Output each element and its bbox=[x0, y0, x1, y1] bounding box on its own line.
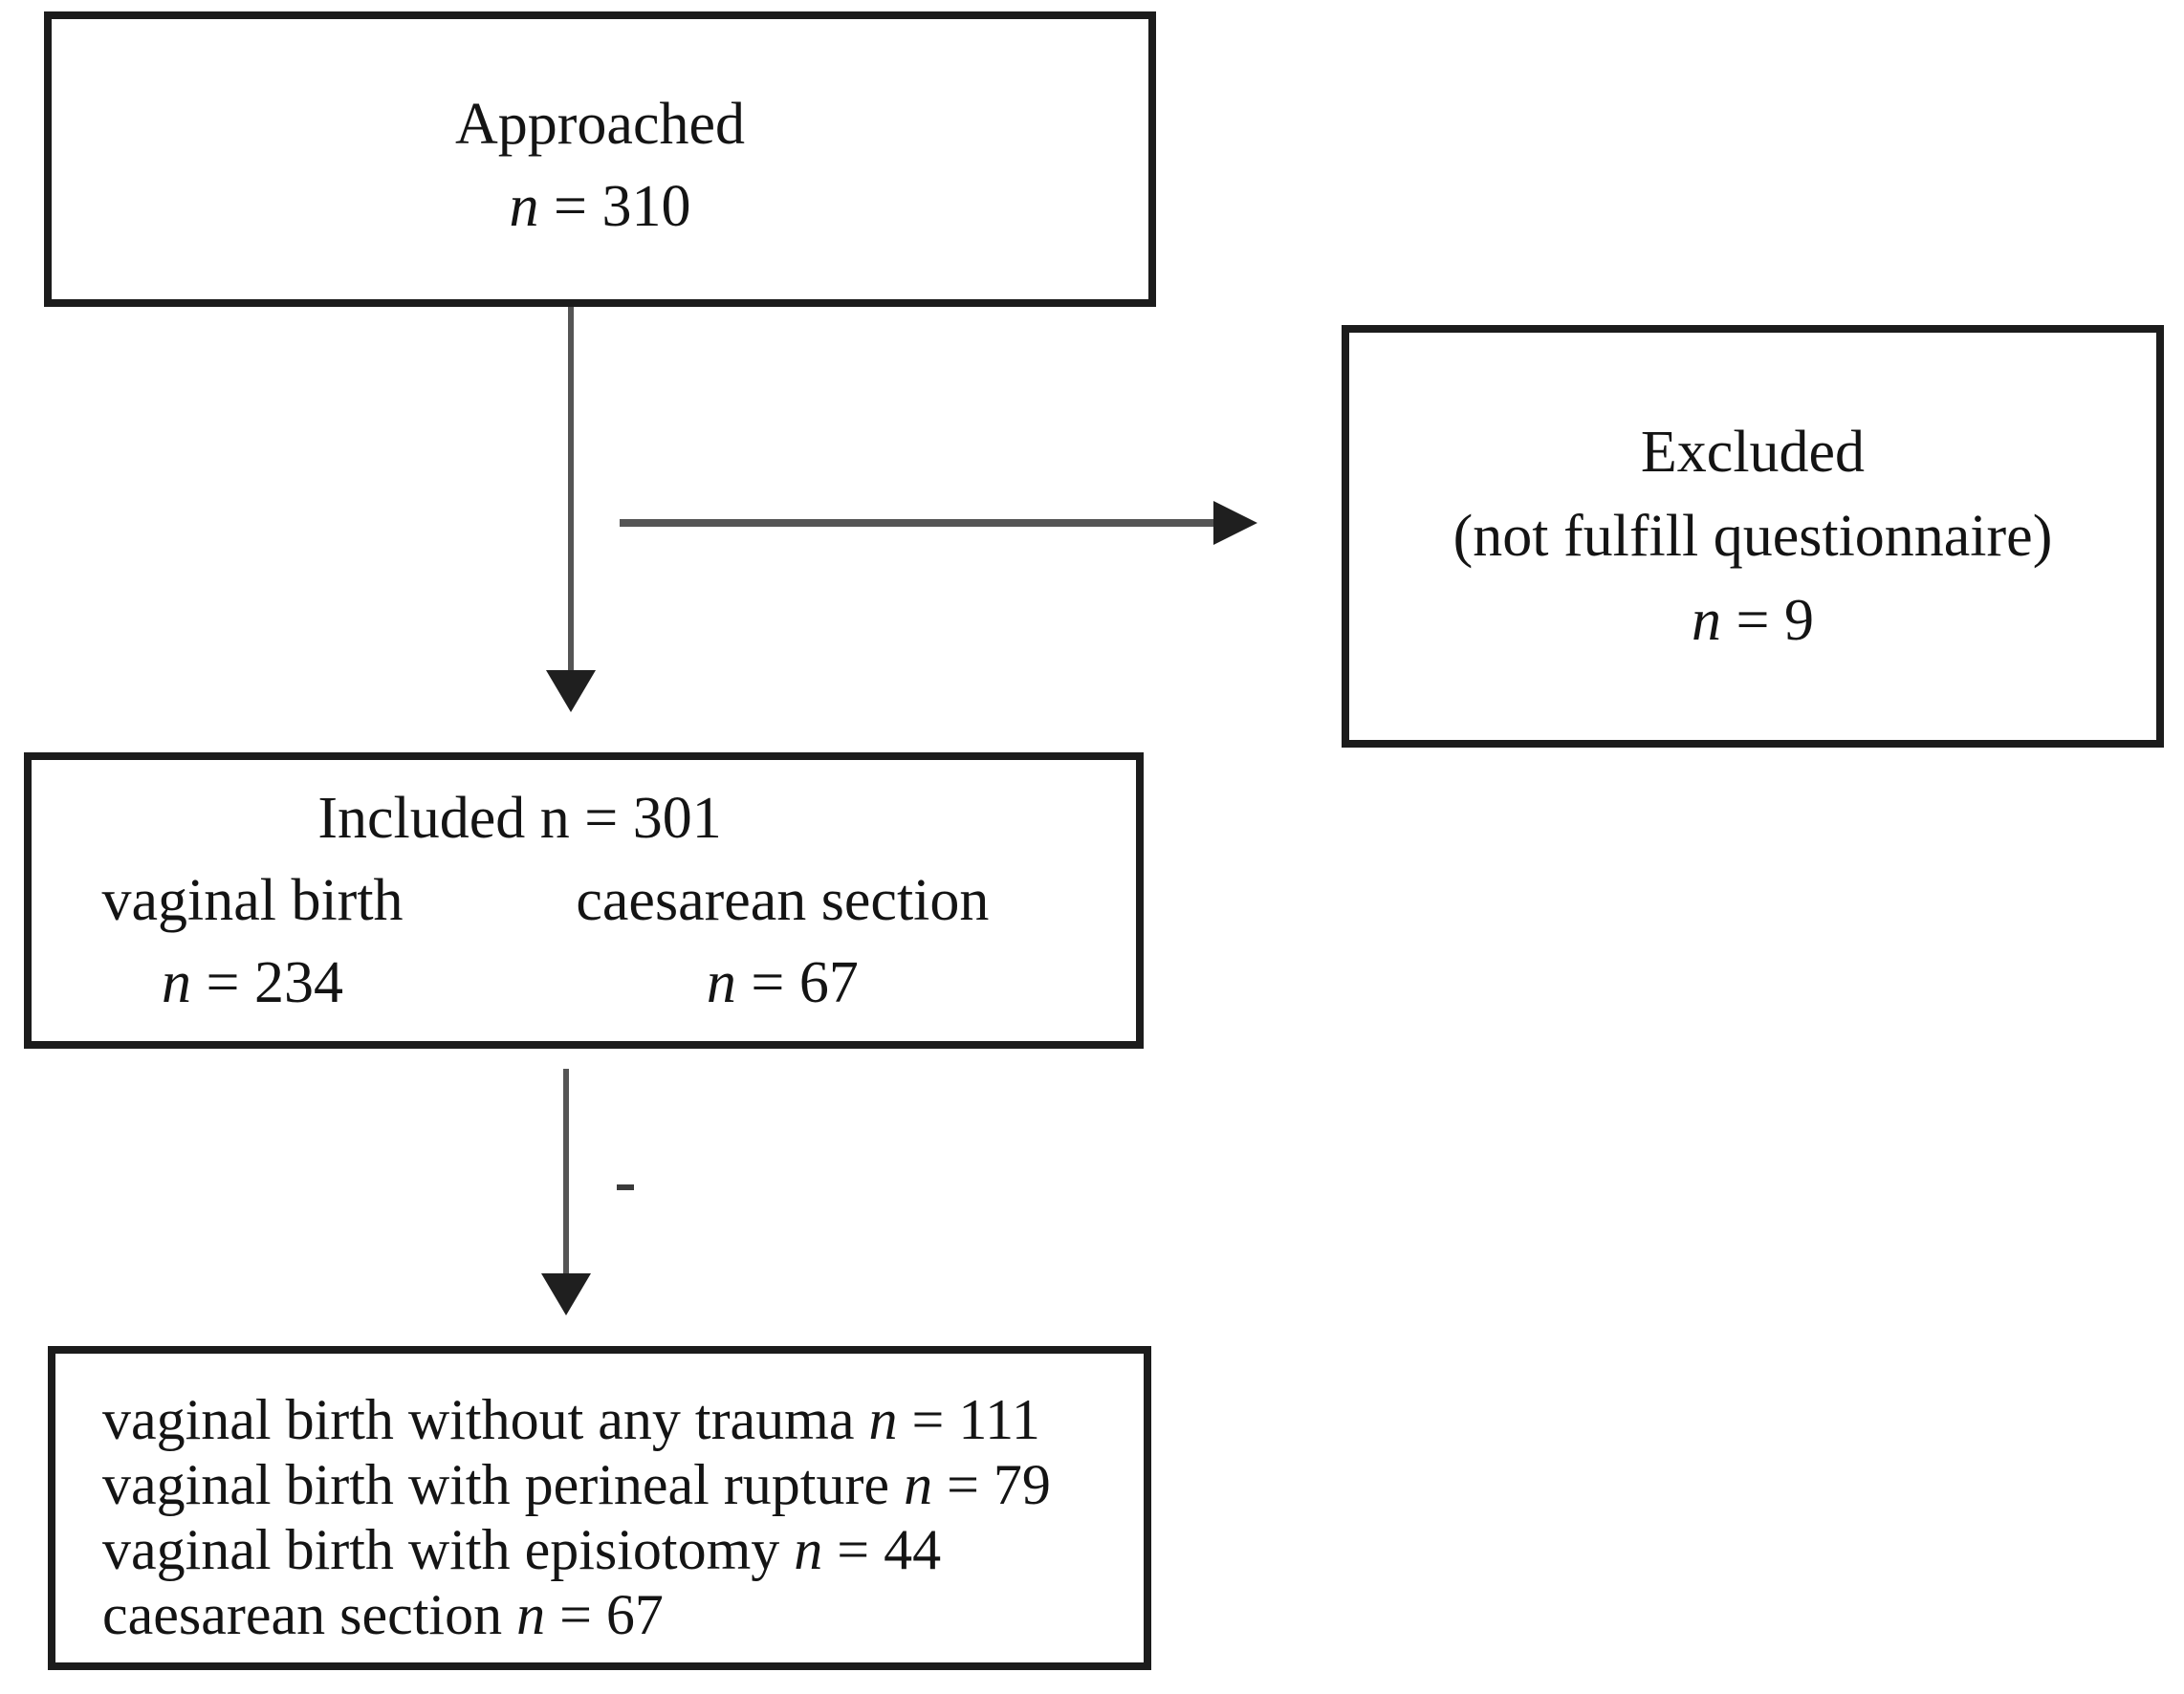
outcome-caesarean-label: caesarean section bbox=[102, 1583, 517, 1646]
node-included-title: Included n = 301 bbox=[32, 777, 1136, 859]
node-outcomes: vaginal birth without any trauma n = 111… bbox=[48, 1346, 1151, 1670]
outcome-line-caesarean: caesarean section n = 67 bbox=[102, 1582, 664, 1647]
vaginal-birth-label: vaginal birth bbox=[101, 868, 404, 933]
caesarean-section-n-value: = 67 bbox=[735, 950, 859, 1015]
arrow-down-included-to-outcomes-head-icon bbox=[541, 1273, 591, 1315]
outcome-episiotomy-n-symbol: n bbox=[794, 1518, 823, 1581]
outcome-perineal-rupture-n-value: = 79 bbox=[932, 1453, 1051, 1516]
outcome-episiotomy-label: vaginal birth with episiotomy bbox=[102, 1518, 795, 1581]
caesarean-section-n-symbol: n bbox=[706, 950, 736, 1015]
arrow-right-to-excluded-line bbox=[620, 519, 1216, 527]
arrow-right-to-excluded-head-icon bbox=[1213, 501, 1257, 545]
node-approached: Approached n = 310 bbox=[44, 11, 1156, 307]
excluded-n-symbol: n bbox=[1692, 588, 1722, 653]
outcome-episiotomy-n-value: = 44 bbox=[822, 1518, 942, 1581]
caesarean-section-label: caesarean section bbox=[576, 868, 990, 933]
arrow-down-included-to-outcomes-line bbox=[563, 1069, 569, 1275]
node-approached-count: n = 310 bbox=[510, 165, 691, 248]
outcome-perineal-rupture-label: vaginal birth with perineal rupture bbox=[102, 1453, 905, 1516]
outcome-no-trauma-label: vaginal birth without any trauma bbox=[102, 1388, 869, 1451]
dash-artifact bbox=[617, 1184, 634, 1190]
approached-n-value: = 310 bbox=[538, 173, 691, 239]
included-caesarean-section-count: n = 67 bbox=[473, 942, 1092, 1024]
node-approached-title: Approached bbox=[455, 83, 745, 165]
outcome-caesarean-n-value: = 67 bbox=[545, 1583, 664, 1646]
node-excluded-title: Excluded bbox=[1641, 410, 1865, 494]
outcome-line-perineal-rupture: vaginal birth with perineal rupture n = … bbox=[102, 1452, 1051, 1517]
vaginal-birth-n-value: = 234 bbox=[191, 950, 343, 1015]
included-group-counts-row: n = 234 n = 67 bbox=[32, 942, 1136, 1024]
node-included: Included n = 301 vaginal birth caesarean… bbox=[24, 752, 1144, 1049]
vaginal-birth-n-symbol: n bbox=[162, 950, 192, 1015]
approached-label: Approached bbox=[455, 91, 745, 157]
included-vaginal-birth-count: n = 234 bbox=[32, 942, 473, 1024]
outcome-line-episiotomy: vaginal birth with episiotomy n = 44 bbox=[102, 1517, 941, 1582]
included-group-labels-row: vaginal birth caesarean section bbox=[32, 859, 1136, 942]
outcome-no-trauma-n-value: = 111 bbox=[897, 1388, 1040, 1451]
arrow-down-approached-to-included-head-icon bbox=[546, 670, 596, 712]
excluded-n-value: = 9 bbox=[1721, 588, 1814, 653]
outcome-line-no-trauma: vaginal birth without any trauma n = 111 bbox=[102, 1387, 1040, 1452]
arrow-down-approached-to-included-line bbox=[568, 307, 574, 672]
included-label: Included n = 301 bbox=[317, 786, 722, 851]
node-excluded-reason: (not fulfill questionnaire) bbox=[1453, 494, 2053, 578]
outcome-no-trauma-n-symbol: n bbox=[868, 1388, 898, 1451]
outcome-caesarean-n-symbol: n bbox=[516, 1583, 546, 1646]
included-caesarean-section-label: caesarean section bbox=[473, 859, 1092, 942]
approached-n-symbol: n bbox=[509, 173, 539, 239]
excluded-label: Excluded bbox=[1640, 420, 1866, 485]
outcome-perineal-rupture-n-symbol: n bbox=[904, 1453, 933, 1516]
node-excluded: Excluded (not fulfill questionnaire) n =… bbox=[1342, 325, 2164, 748]
node-excluded-count: n = 9 bbox=[1692, 578, 1814, 662]
excluded-reason-label: (not fulfill questionnaire) bbox=[1452, 504, 2053, 569]
included-vaginal-birth-label: vaginal birth bbox=[32, 859, 473, 942]
